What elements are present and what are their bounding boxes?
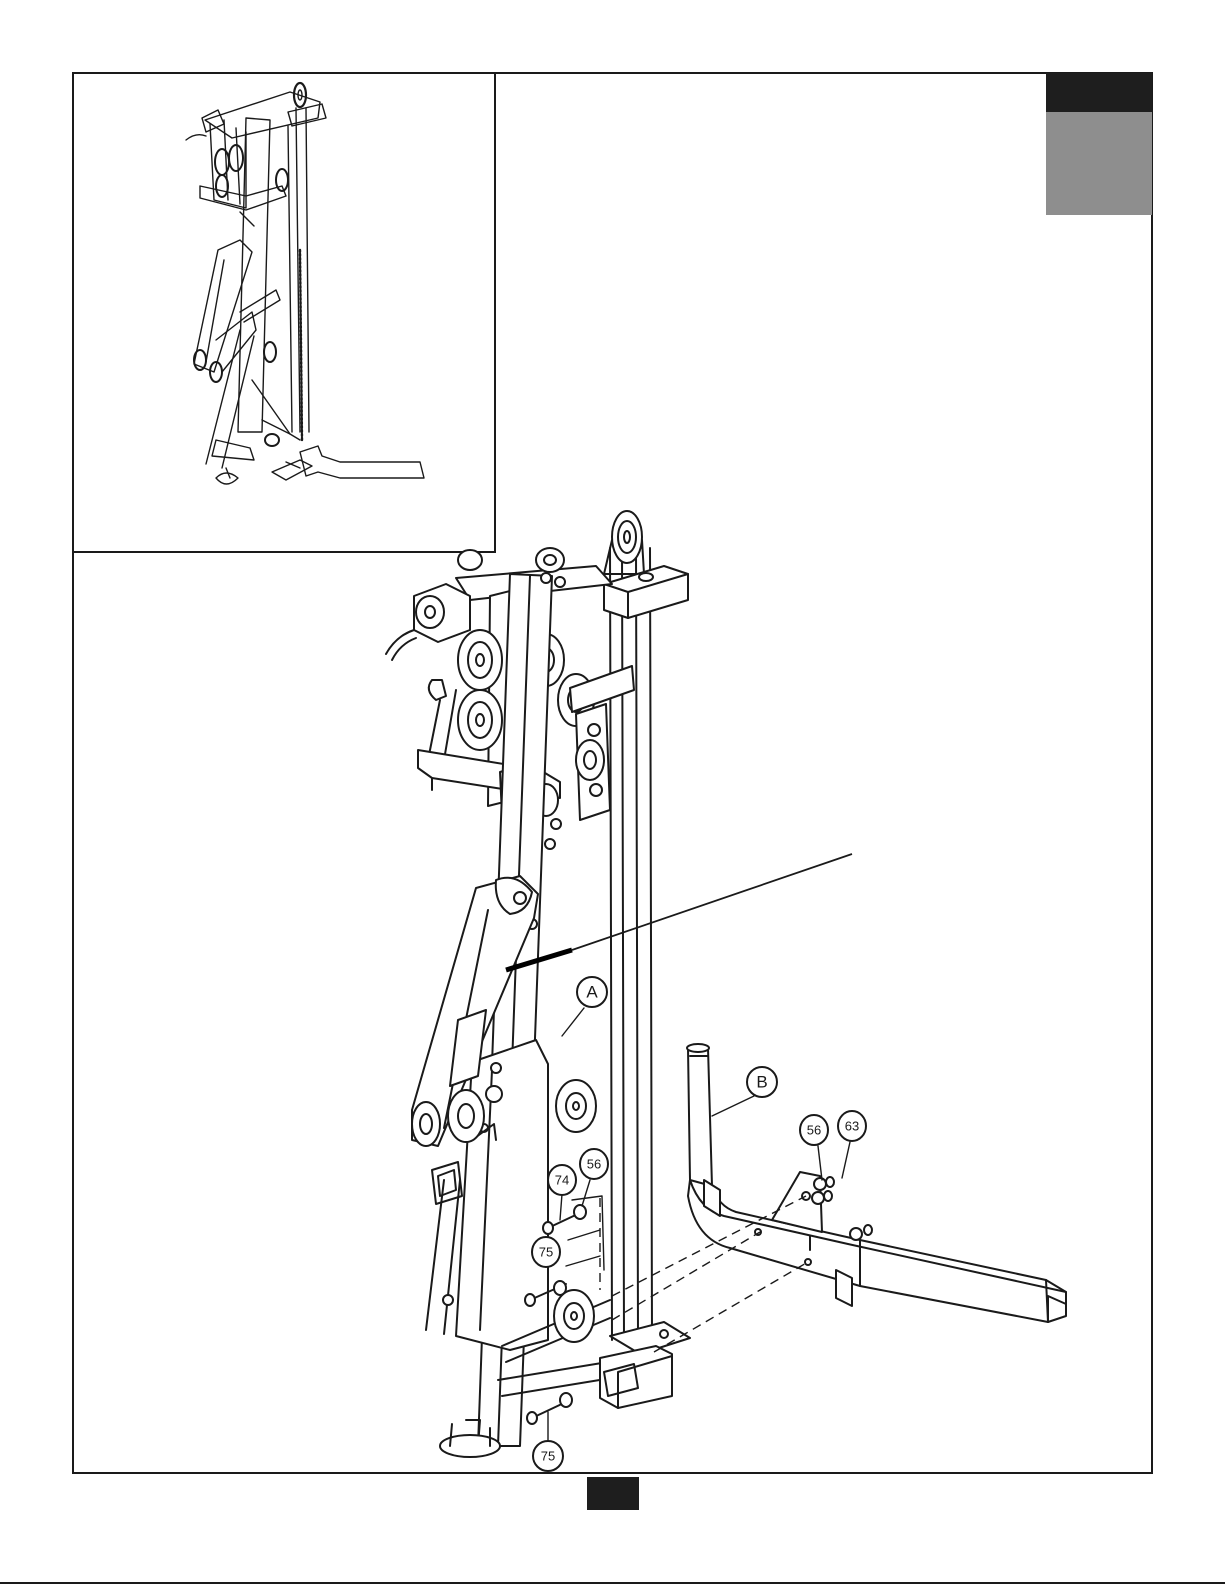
upright-base-plate [600,1322,690,1408]
callout-b-label: B [756,1073,767,1092]
leader-line [506,854,852,970]
step-tab-body [1046,112,1152,215]
callout-63: 63 [838,1111,866,1178]
callout-63-label: 63 [845,1119,859,1134]
callout-b: B [712,1067,777,1116]
inset-machine-thumbnail [186,83,424,484]
arm-assembly [412,876,596,1350]
page-number-marker [587,1477,639,1510]
main-machine-drawing [386,511,690,1457]
callout-74: 74 [548,1165,576,1220]
inset-panel [73,73,495,552]
callout-56-right: 56 [800,1115,828,1180]
foot-pad [440,1424,500,1457]
callout-75-upper-label: 75 [539,1245,553,1260]
side-pulley-bracket [570,666,634,820]
step-tab-top [1046,73,1152,112]
callout-74-label: 74 [555,1173,569,1188]
callout-a: A [562,977,607,1036]
callout-56-left-label: 56 [587,1157,601,1172]
callout-56-right-label: 56 [807,1123,821,1138]
base-frame-b [687,1044,1066,1322]
callout-a-label: A [586,983,598,1002]
callout-75-lower-label: 75 [541,1449,555,1464]
left-pulley-block [386,584,470,660]
